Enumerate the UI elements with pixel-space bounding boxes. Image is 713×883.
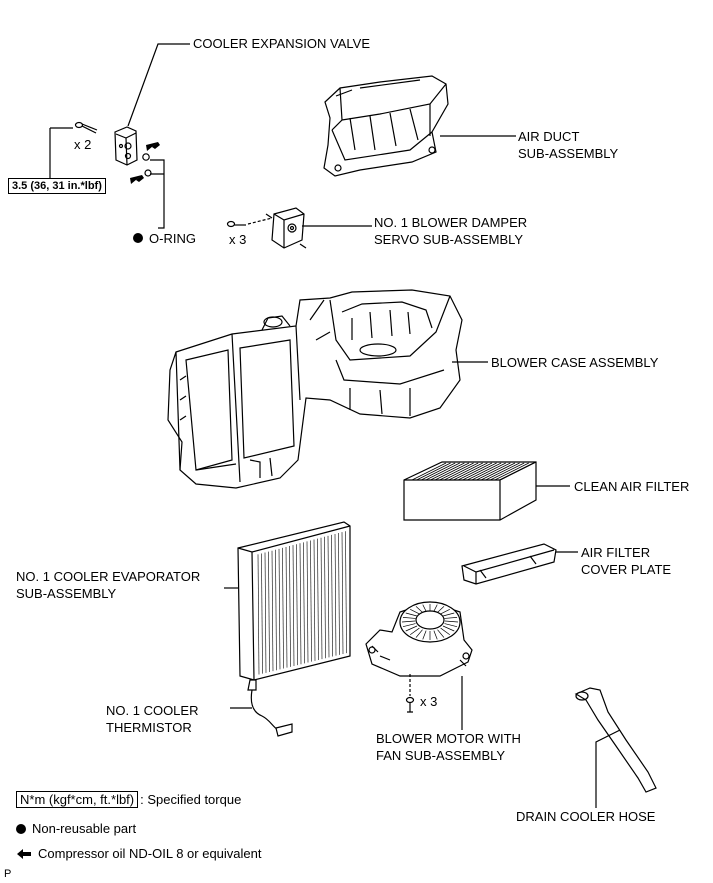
legend-torque-text: : Specified torque [140, 792, 242, 807]
valve-bolt [74, 121, 98, 134]
label-thermistor: NO. 1 COOLER THERMISTOR [106, 703, 199, 735]
legend-torque: N*m (kgf*cm, ft.*lbf) : Specified torque [16, 791, 241, 808]
servo-screw [226, 217, 273, 228]
label-air-duct: AIR DUCT SUB-ASSEMBLY [518, 129, 619, 161]
clean-air-filter-part [403, 461, 537, 521]
label-blower-motor: BLOWER MOTOR WITH FAN SUB-ASSEMBLY [376, 731, 521, 763]
legend-torque-box: N*m (kgf*cm, ft.*lbf) [16, 791, 139, 808]
label-air-filter-cover-plate: AIR FILTER COVER PLATE [581, 545, 672, 577]
air-duct-part [323, 75, 449, 177]
legend-oil-text: Compressor oil ND-OIL 8 or equivalent [38, 846, 262, 861]
leader-expansion-valve [127, 43, 190, 127]
cooler-expansion-valve-part [114, 126, 138, 166]
drain-cooler-hose-part [574, 687, 657, 793]
qty-motor-screws: x 3 [420, 694, 438, 709]
label-drain-hose: DRAIN COOLER HOSE [516, 809, 656, 824]
corner-mark: P [4, 868, 12, 880]
qty-servo-screws: x 3 [229, 232, 247, 247]
legend-non-reusable: Non-reusable part [16, 821, 136, 836]
leader-o-ring [150, 159, 165, 229]
label-blower-case: BLOWER CASE ASSEMBLY [491, 355, 659, 370]
legend-non-reusable-text: Non-reusable part [32, 821, 137, 836]
legend-dot-icon [16, 823, 26, 834]
oil-arrow-icon [17, 848, 31, 859]
leader-valve-torque [49, 127, 73, 178]
air-filter-cover-plate-part [461, 543, 557, 585]
label-clean-air-filter: CLEAN AIR FILTER [574, 479, 690, 494]
torque-spec-box: 3.5 (36, 31 in.*lbf) [8, 178, 106, 194]
blower-case-part [167, 289, 463, 489]
legend-oil: Compressor oil ND-OIL 8 or equivalent [16, 846, 262, 861]
label-cooler-expansion-valve: COOLER EXPANSION VALVE [193, 36, 370, 51]
blower-damper-servo-part [265, 207, 307, 249]
label-evaporator: NO. 1 COOLER EVAPORATOR SUB-ASSEMBLY [16, 569, 201, 601]
leader-drain-hose [595, 729, 621, 808]
motor-screw [405, 674, 415, 713]
valve-o-rings [142, 153, 152, 177]
blower-motor-part [365, 601, 473, 677]
qty-valve-bolts: x 2 [74, 137, 92, 152]
label-o-ring: O-RING [149, 231, 196, 246]
non-reusable-dot-icon [133, 233, 143, 243]
thermistor-part [247, 679, 293, 737]
oil-arrows [130, 142, 160, 184]
evaporator-part [237, 521, 351, 681]
label-blower-damper-servo: NO. 1 BLOWER DAMPER SERVO SUB-ASSEMBLY [374, 215, 528, 247]
